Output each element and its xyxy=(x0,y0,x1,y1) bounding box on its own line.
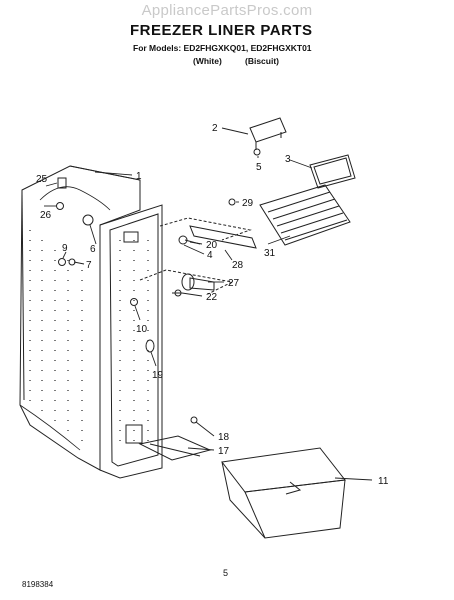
callout-17: 17 xyxy=(218,446,230,457)
trim-shape xyxy=(309,154,356,189)
hw-9-shape xyxy=(58,258,66,266)
callout-7: 7 xyxy=(86,260,92,271)
callout-18: 18 xyxy=(218,432,230,443)
hw-19-shape xyxy=(145,339,155,353)
callout-27: 27 xyxy=(228,278,240,289)
hw-6-shape xyxy=(82,214,94,226)
callout-25: 25 xyxy=(36,174,48,185)
variant-white: (White) xyxy=(193,56,222,66)
callout-31: 31 xyxy=(264,248,276,259)
page-number: 5 xyxy=(223,568,229,578)
shelf-support-shape xyxy=(249,117,287,156)
callout-19: 19 xyxy=(152,370,164,381)
hw-29-shape xyxy=(228,198,236,206)
bin-shape xyxy=(221,447,346,539)
callout-4: 4 xyxy=(207,250,213,261)
callout-20: 20 xyxy=(206,240,218,251)
callout-10: 10 xyxy=(136,324,148,335)
wire-shelf-shape xyxy=(259,184,351,246)
hw-26-shape xyxy=(56,202,64,210)
hw-18-shape xyxy=(190,416,198,424)
callout-11: 11 xyxy=(378,476,389,487)
callout-2: 2 xyxy=(212,123,218,134)
callout-26: 26 xyxy=(40,210,52,221)
variant-biscuit: (Biscuit) xyxy=(245,56,279,66)
lower-rail-shape xyxy=(138,435,212,461)
callout-1: 1 xyxy=(136,171,142,182)
callout-28: 28 xyxy=(232,260,244,271)
models-line: For Models: ED2FHGXKQ01, ED2FHGXKT01 xyxy=(133,43,312,53)
hw-10-shape xyxy=(130,298,138,306)
document-number: 8198384 xyxy=(22,580,54,589)
hw-25-shape xyxy=(57,177,67,189)
callout-9: 9 xyxy=(62,243,68,254)
callout-29: 29 xyxy=(242,198,254,209)
cam-shape xyxy=(139,269,234,297)
callout-6: 6 xyxy=(90,244,96,255)
callout-5: 5 xyxy=(256,162,262,173)
callout-22: 22 xyxy=(206,292,218,303)
watermark: AppliancePartsPros.com xyxy=(141,2,313,19)
upper-rail-shape xyxy=(159,217,257,249)
diagram-title: FREEZER LINER PARTS xyxy=(130,22,313,39)
callout-3: 3 xyxy=(285,154,291,165)
